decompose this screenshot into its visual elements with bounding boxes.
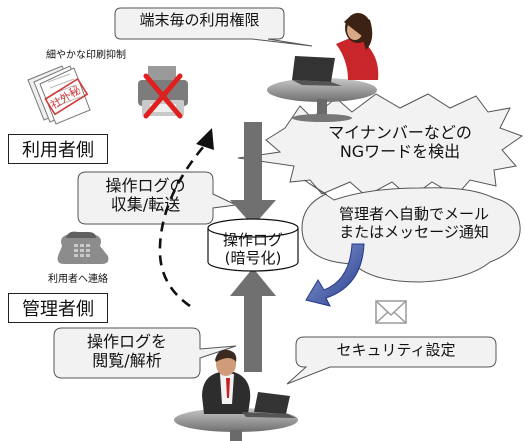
print-control-label: 細やかな印刷抑制 — [46, 50, 126, 61]
phone-icon — [57, 231, 109, 264]
dashed-arrow — [158, 128, 214, 308]
auto-notify-line-1: 管理者へ自動でメール — [338, 205, 489, 223]
bubble-security-settings-text: セキュリティ設定 — [336, 341, 456, 359]
bubble-browse-analyze — [53, 327, 237, 379]
contact-user-label: 利用者へ連絡 — [48, 274, 108, 285]
user-side-label: 利用者側 — [8, 134, 108, 164]
bubble-ng-word-text: マイナンバーなどの NGワードを検出 — [300, 123, 500, 162]
collect-transfer-line-2: 収集/転送 — [110, 194, 181, 214]
database-label: 操作ログ (暗号化) — [208, 231, 298, 267]
ng-word-line-2: NGワードを検出 — [339, 141, 461, 161]
ng-word-line-1: マイナンバーなどの — [328, 123, 472, 142]
bubble-security-settings — [286, 336, 497, 385]
admin-side-label: 管理者側 — [8, 293, 108, 323]
cross-icon — [143, 73, 183, 119]
bubble-auto-notify-text: 管理者へ自動でメール またはメッセージ通知 — [312, 205, 516, 241]
database-icon — [207, 218, 299, 272]
up-arrow — [230, 268, 276, 372]
document-icon — [27, 65, 91, 125]
database-label-line-2: (暗号化) — [224, 248, 282, 267]
browse-analyze-line-2: 閲覧/解析 — [92, 350, 162, 370]
stamp-icon — [44, 77, 89, 116]
database-label-line-1: 操作ログ — [222, 231, 283, 249]
woman-at-laptop-icon — [267, 13, 379, 122]
man-at-laptop-icon — [174, 349, 298, 441]
bubble-terminal-permission-text: 端末毎の利用権限 — [139, 11, 260, 29]
envelope-icon — [375, 300, 407, 324]
bubble-collect-transfer-text: 操作ログの 収集/転送 — [80, 176, 211, 215]
blue-notify-arrow — [305, 243, 365, 307]
bubble-terminal-permission — [114, 7, 313, 47]
down-arrow — [230, 122, 276, 226]
collect-transfer-line-1: 操作ログの — [105, 176, 186, 195]
browse-analyze-line-1: 操作ログを — [86, 332, 167, 351]
bubble-collect-transfer — [77, 171, 238, 225]
bubble-browse-analyze-text: 操作ログを 閲覧/解析 — [58, 332, 196, 371]
auto-notify-line-2: またはメッセージ通知 — [339, 222, 489, 241]
printer-icon — [138, 66, 188, 116]
